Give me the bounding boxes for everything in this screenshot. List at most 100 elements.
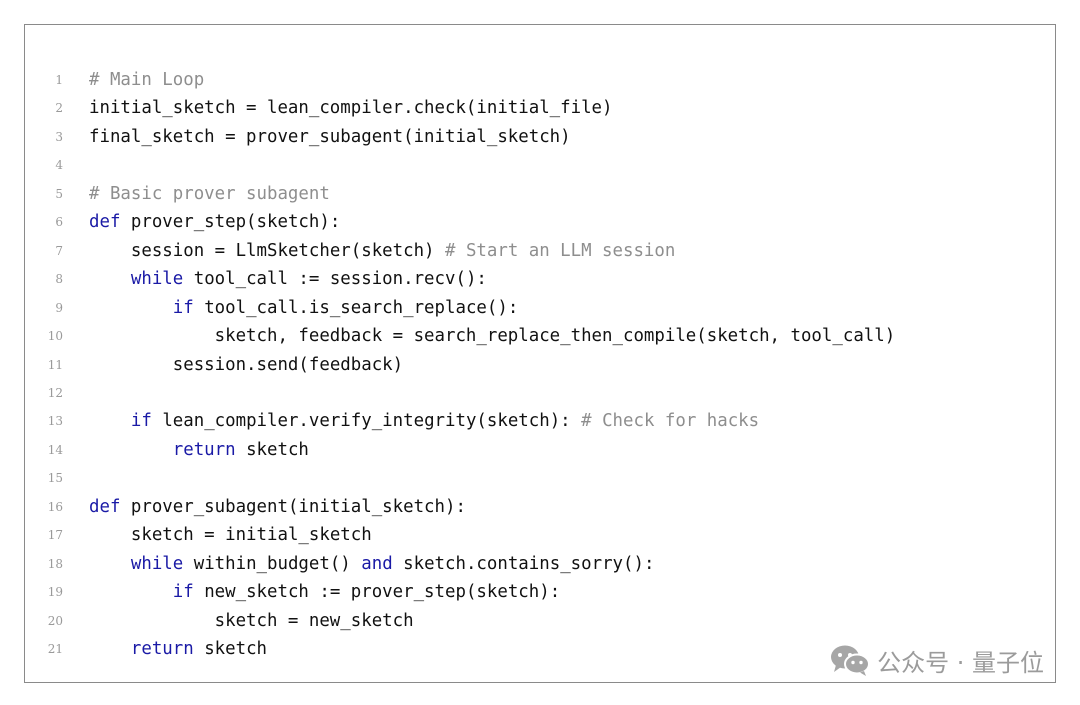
code-indent [89, 326, 215, 346]
code-text: sketch, feedback = search_replace_then_c… [89, 322, 896, 350]
code-line: 2 initial_sketch = lean_compiler.check(in… [25, 94, 1055, 122]
code-indent [89, 241, 131, 261]
code-line: 4 [25, 151, 1055, 179]
line-number: 14 [47, 442, 63, 457]
code-keyword: if [130, 411, 152, 432]
line-number: 3 [55, 129, 63, 144]
code-text: while tool_call := session.recv(): [89, 265, 487, 293]
code-keyword: if [172, 297, 194, 318]
code-listing-frame: 1 # Main Loop 2 initial_sketch = lean_compi… [24, 24, 1056, 683]
code-line: 3 final_sketch = prover_subagent(initial_… [25, 123, 1055, 151]
line-number: 16 [47, 499, 63, 514]
line-number: 5 [55, 186, 63, 201]
code-text: sketch = initial_sketch [89, 521, 372, 549]
code-token: prover_step(sketch): [120, 212, 341, 233]
line-number: 15 [47, 471, 63, 486]
watermark-text: 公众号 · 量子位 [877, 648, 1044, 677]
code-text: def prover_subagent(initial_sketch): [89, 493, 466, 521]
code-indent [89, 411, 131, 431]
code-line: 15 [25, 464, 1055, 492]
code-indent [89, 639, 131, 659]
code-keyword: and [361, 553, 393, 574]
code-line: 6 def prover_step(sketch): [25, 208, 1055, 236]
code-token: sketch.contains_sorry(): [392, 553, 655, 574]
code-text: sketch = new_sketch [89, 607, 414, 635]
code-token: sketch [193, 639, 268, 659]
code-keyword: def [89, 212, 121, 233]
code-indent [89, 440, 173, 460]
code-text: while within_budget() and sketch.contain… [89, 550, 655, 578]
line-number: 20 [47, 613, 63, 628]
line-number: 17 [47, 528, 63, 543]
line-number: 12 [47, 385, 63, 400]
code-line: 12 [25, 379, 1055, 407]
code-indent [89, 269, 131, 289]
line-number: 4 [55, 158, 63, 173]
code-text: return sketch [89, 635, 267, 663]
line-number: 2 [55, 101, 63, 116]
code-line: 7 session = LlmSketcher(sketch) # Start … [25, 237, 1055, 265]
code-token: session.send(feedback) [172, 354, 404, 375]
code-line: 11 session.send(feedback) [25, 351, 1055, 379]
code-line: 9 if tool_call.is_search_replace(): [25, 294, 1055, 322]
code-token: tool_call := session.recv(): [183, 269, 487, 290]
code-line: 21 return sketch [25, 635, 1055, 663]
code-keyword: def [89, 496, 121, 517]
code-token: session = LlmSketcher(sketch) [130, 240, 445, 261]
code-line: 13 if lean_compiler.verify_integrity(ske… [25, 407, 1055, 435]
code-indent [89, 355, 173, 375]
line-number: 6 [55, 215, 63, 230]
code-line: 1 # Main Loop [25, 66, 1055, 94]
code-text: # Basic prover subagent [89, 180, 330, 208]
wechat-icon [829, 643, 871, 677]
code-line: 8 while tool_call := session.recv(): [25, 265, 1055, 293]
code-keyword: return [130, 639, 194, 659]
code-line: 16 def prover_subagent(initial_sketch): [25, 493, 1055, 521]
line-number: 1 [55, 73, 63, 87]
code-indent [89, 582, 173, 602]
code-line: 17 sketch = initial_sketch [25, 521, 1055, 549]
code-keyword: if [172, 582, 194, 603]
code-line: 20 sketch = new_sketch [25, 607, 1055, 635]
code-token: tool_call.is_search_replace(): [193, 297, 519, 318]
code-token: final_sketch = prover_subagent(initial_s… [89, 126, 571, 147]
code-text: if new_sketch := prover_step(sketch): [89, 578, 560, 606]
code-token: initial_sketch = lean_compiler.check(ini… [89, 98, 613, 119]
code-indent [89, 554, 131, 574]
line-number: 21 [47, 642, 63, 656]
code-line: 18 while within_budget() and sketch.cont… [25, 550, 1055, 578]
watermark: 公众号 · 量子位 [829, 642, 1044, 678]
code-comment: # Basic prover subagent [89, 183, 330, 204]
code-line: 19 if new_sketch := prover_step(sketch): [25, 578, 1055, 606]
code-token: sketch = initial_sketch [130, 525, 372, 546]
line-number: 8 [55, 272, 63, 287]
line-number: 11 [47, 357, 63, 372]
code-token: lean_compiler.verify_integrity(sketch): [151, 411, 582, 432]
code-text: session = LlmSketcher(sketch) # Start an… [89, 237, 675, 265]
code-token: within_budget() [183, 553, 362, 574]
code-comment: # Check for hacks [581, 411, 760, 432]
code-text: final_sketch = prover_subagent(initial_s… [89, 123, 571, 151]
code-comment: # Main Loop [89, 70, 205, 90]
code-indent [89, 298, 173, 318]
code-line: 5 # Basic prover subagent [25, 180, 1055, 208]
code-text: # Main Loop [89, 66, 204, 94]
code-text: initial_sketch = lean_compiler.check(ini… [89, 94, 613, 122]
line-number: 7 [55, 243, 63, 258]
line-number: 13 [47, 414, 63, 429]
code-indent [89, 525, 131, 545]
code-token: sketch = new_sketch [214, 610, 414, 631]
code-line: 14 return sketch [25, 436, 1055, 464]
code-keyword: while [130, 553, 184, 574]
line-number: 9 [55, 300, 63, 315]
code-text: return sketch [89, 436, 309, 464]
code-token: new_sketch := prover_step(sketch): [193, 582, 561, 603]
line-number: 19 [47, 585, 63, 600]
code-text: def prover_step(sketch): [89, 208, 340, 236]
line-number: 10 [47, 329, 63, 344]
code-token: prover_subagent(initial_sketch): [120, 496, 466, 517]
line-number: 18 [47, 556, 63, 571]
code-token: sketch [235, 439, 309, 460]
code-line: 10 sketch, feedback = search_replace_the… [25, 322, 1055, 350]
code-text: if lean_compiler.verify_integrity(sketch… [89, 407, 759, 435]
